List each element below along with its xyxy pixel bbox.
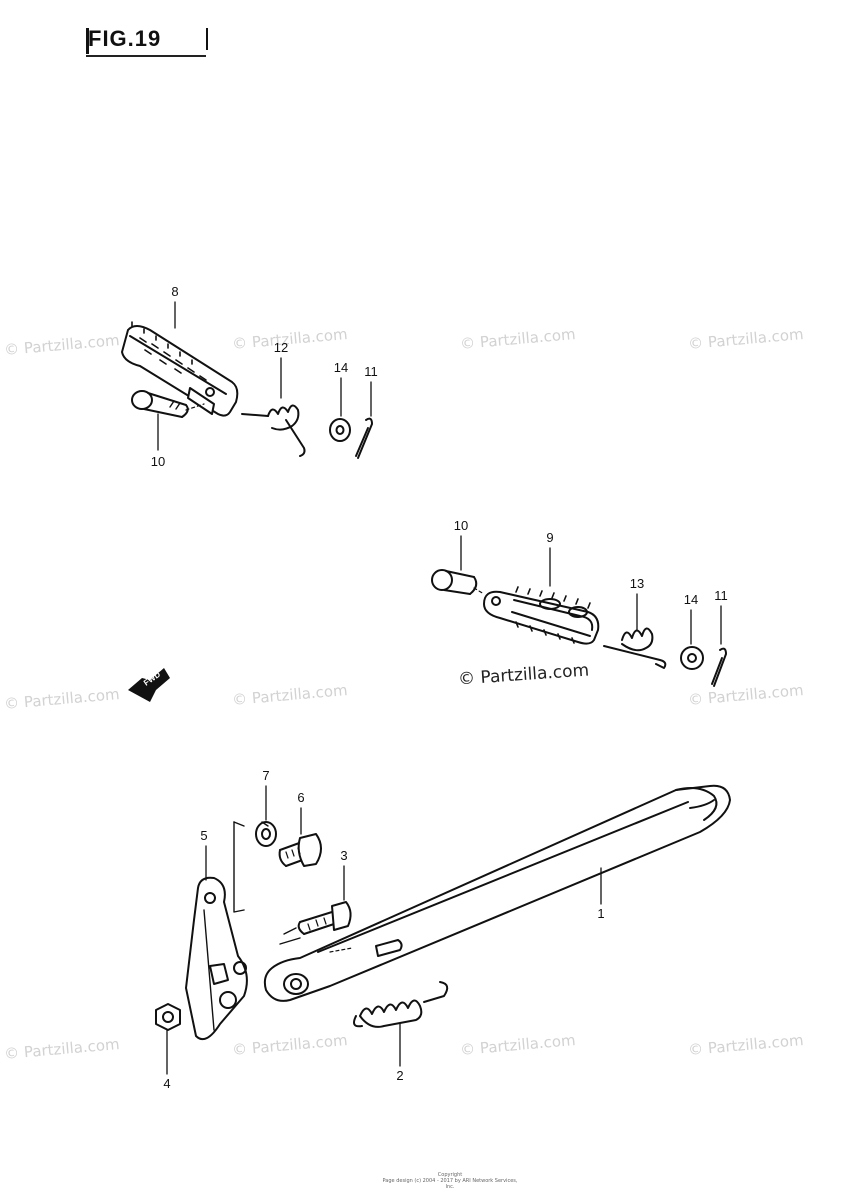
callout-11-left: 11 — [364, 364, 378, 379]
copyright-line: Copyright — [437, 1172, 463, 1178]
spring-part-13 — [603, 627, 667, 669]
callout-8: 8 — [171, 284, 178, 299]
copyright-footer: Copyright Page design (c) 2004 - 2017 by… — [380, 1172, 520, 1190]
callout-2: 2 — [396, 1068, 403, 1083]
cotter-pin-part-11-right — [711, 647, 727, 687]
nut-part-4 — [155, 1003, 181, 1031]
callout-4: 4 — [163, 1076, 170, 1091]
side-stand-part-1 — [263, 784, 731, 1002]
bolt-part-6 — [278, 833, 322, 867]
washer-part-14-left — [329, 418, 351, 442]
callout-7: 7 — [262, 768, 269, 783]
footrest-right-part-9 — [483, 586, 600, 645]
lock-washer-part-7 — [255, 821, 277, 847]
figure-title-bracket-left — [86, 28, 89, 54]
stand-spring-part-2 — [353, 981, 449, 1028]
callout-9: 9 — [546, 530, 553, 545]
callout-13: 13 — [630, 576, 644, 591]
bracket-part-5 — [185, 821, 248, 1040]
footrest-left-part-8 — [121, 321, 239, 417]
figure-title-underline — [86, 55, 206, 57]
cotter-pin-part-11-left — [355, 417, 373, 459]
callout-6: 6 — [297, 790, 304, 805]
callout-leader-lines — [157, 301, 722, 1075]
pin-part-10-left — [131, 390, 205, 418]
spring-part-12 — [241, 404, 306, 457]
callout-3: 3 — [340, 848, 347, 863]
callout-10-left: 10 — [151, 454, 165, 469]
forward-direction-arrow — [128, 668, 170, 702]
callout-12: 12 — [274, 340, 288, 355]
callout-5: 5 — [200, 828, 207, 843]
callout-10-right: 10 — [454, 518, 468, 533]
washer-part-14-right — [680, 646, 704, 670]
callout-1: 1 — [597, 906, 604, 921]
bolt-part-3 — [279, 901, 352, 945]
pin-part-10-right — [431, 569, 485, 595]
callout-14-left: 14 — [334, 360, 348, 375]
figure-title-bracket-right — [206, 28, 208, 50]
callout-14-right: 14 — [684, 592, 698, 607]
figure-title: FIG.19 — [88, 26, 162, 51]
callout-11-right: 11 — [714, 588, 728, 603]
copyright-detail: Page design (c) 2004 - 2017 by ARI Netwo… — [382, 1178, 518, 1190]
